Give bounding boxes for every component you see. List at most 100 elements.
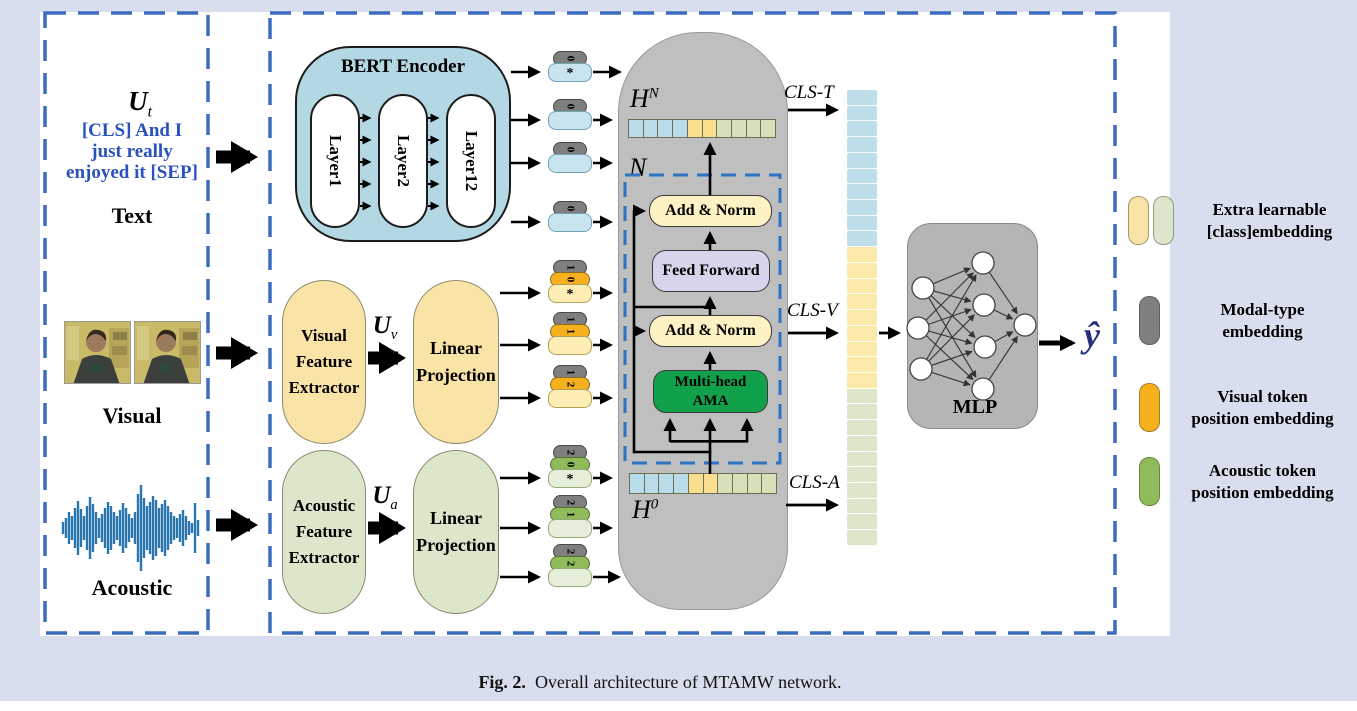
blue-strip-cell <box>847 105 877 122</box>
prediction-output-symbol: ŷ <box>1084 315 1100 355</box>
legend-yellow-swatch <box>1128 196 1149 245</box>
visual-frame-thumbnail <box>64 321 131 384</box>
speaker-photo-icon <box>65 322 130 383</box>
modal-digit: 1 <box>564 264 577 270</box>
modal-digit: 1 <box>564 369 577 375</box>
legend-text-line: position embedding <box>1191 482 1334 502</box>
class-token-star: * <box>566 472 574 487</box>
token-base-pill <box>548 388 592 408</box>
token-base-pill <box>548 153 592 173</box>
figure-caption: Fig. 2. Overall architecture of MTAMW ne… <box>0 672 1320 693</box>
bert-layer1-pill: Layer1 <box>310 94 360 228</box>
blue-strip-cell <box>847 90 877 106</box>
afe-line: Acoustic <box>292 496 356 515</box>
cls-t-label: CLS-T <box>784 82 834 103</box>
blue-strip-cell <box>847 184 877 201</box>
hidden-cell <box>687 473 704 494</box>
hidden-cell <box>642 119 659 138</box>
add-norm-top-box: Add & Norm <box>649 195 772 227</box>
lp-line: Linear <box>430 508 482 528</box>
repeat-n-label: N <box>629 153 647 182</box>
visual-modality-label: Visual <box>102 403 162 428</box>
mlp-label: MLP <box>952 396 998 418</box>
visual-linear-projection-box: Linear Projection <box>413 280 499 444</box>
hidden-cell <box>629 473 645 494</box>
token-base-pill <box>548 567 592 587</box>
legend-green-swatch <box>1153 196 1174 245</box>
token-base-pill <box>548 335 592 355</box>
legend-row: Extra learnable[class]embedding <box>1128 196 1353 245</box>
modal-digit: 2 <box>564 449 577 455</box>
bert-layer2-label: Layer2 <box>394 135 413 187</box>
text-token-stack: 0 <box>548 200 592 232</box>
blue-strip-cell <box>847 168 877 185</box>
hidden-cell <box>761 473 778 494</box>
blue-strip-cell <box>847 200 877 216</box>
yellow-strip-cell <box>847 247 877 263</box>
legend-orange-swatch <box>1139 383 1160 432</box>
speaker-photo-icon <box>135 322 200 383</box>
hidden-cell <box>658 473 675 494</box>
legend-text-line: Visual token <box>1217 386 1308 406</box>
lp-line: Linear <box>430 338 482 358</box>
legend-swatches <box>1139 296 1160 345</box>
legend-swatches <box>1139 383 1160 432</box>
yellow-strip-cell <box>847 310 877 326</box>
green-strip-cell <box>847 482 877 499</box>
hidden-cell <box>731 473 748 494</box>
hidden-state-bottom-label: H0 <box>632 495 659 524</box>
text-utterance: [CLS] And I just really enjoyed it [SEP] <box>52 120 212 183</box>
position-digit: 2 <box>564 381 577 387</box>
legend-swatches <box>1139 457 1160 506</box>
bert-layer12-pill: Layer12 <box>446 94 496 228</box>
legend-text-line: embedding <box>1222 321 1303 341</box>
utterance-line: [CLS] And I <box>81 120 183 141</box>
legend-text-line: position embedding <box>1191 408 1334 428</box>
lp-line: Projection <box>416 365 496 385</box>
cls-a-label: CLS-A <box>789 472 840 493</box>
blue-strip-cell <box>847 137 877 153</box>
legend-olive-swatch <box>1139 457 1160 506</box>
acoustic-features-symbol: Ua <box>372 482 398 513</box>
blue-strip-cell <box>847 231 877 248</box>
fused-embedding-strip <box>847 90 877 546</box>
green-strip-cell <box>847 420 877 436</box>
modal-digit: 2 <box>564 548 577 554</box>
vfe-line: Feature <box>295 352 353 371</box>
modal-digit: 0 <box>564 103 577 109</box>
visual-features-symbol: Uv <box>372 312 398 343</box>
hidden-cell <box>716 119 732 138</box>
token-base-pill: * <box>548 283 592 303</box>
bert-encoder-title: BERT Encoder <box>340 56 466 77</box>
hidden-cell <box>643 473 660 494</box>
hidden-cell <box>701 119 718 138</box>
legend-text-line: Acoustic token <box>1208 460 1317 480</box>
multihead-line: Multi-head <box>674 373 747 390</box>
utterance-line: just really <box>91 141 173 162</box>
caption-fig-number: Fig. 2. <box>478 672 526 692</box>
yellow-strip-cell <box>847 262 877 279</box>
text-modality-label: Text <box>111 203 153 228</box>
bert-layer12-label: Layer12 <box>462 130 481 192</box>
green-strip-cell <box>847 435 877 452</box>
yellow-strip-cell <box>847 294 877 311</box>
token-base-pill: * <box>548 468 592 488</box>
feed-forward-box: Feed Forward <box>652 250 770 292</box>
page-bottom-strip <box>0 701 1357 711</box>
multihead-line: AMA <box>692 392 729 409</box>
modal-digit: 0 <box>564 205 577 211</box>
token-base-pill <box>548 110 592 130</box>
modal-digit: 0 <box>564 55 577 61</box>
green-strip-cell <box>847 404 877 421</box>
legend-text-line: Extra learnable <box>1212 199 1327 219</box>
